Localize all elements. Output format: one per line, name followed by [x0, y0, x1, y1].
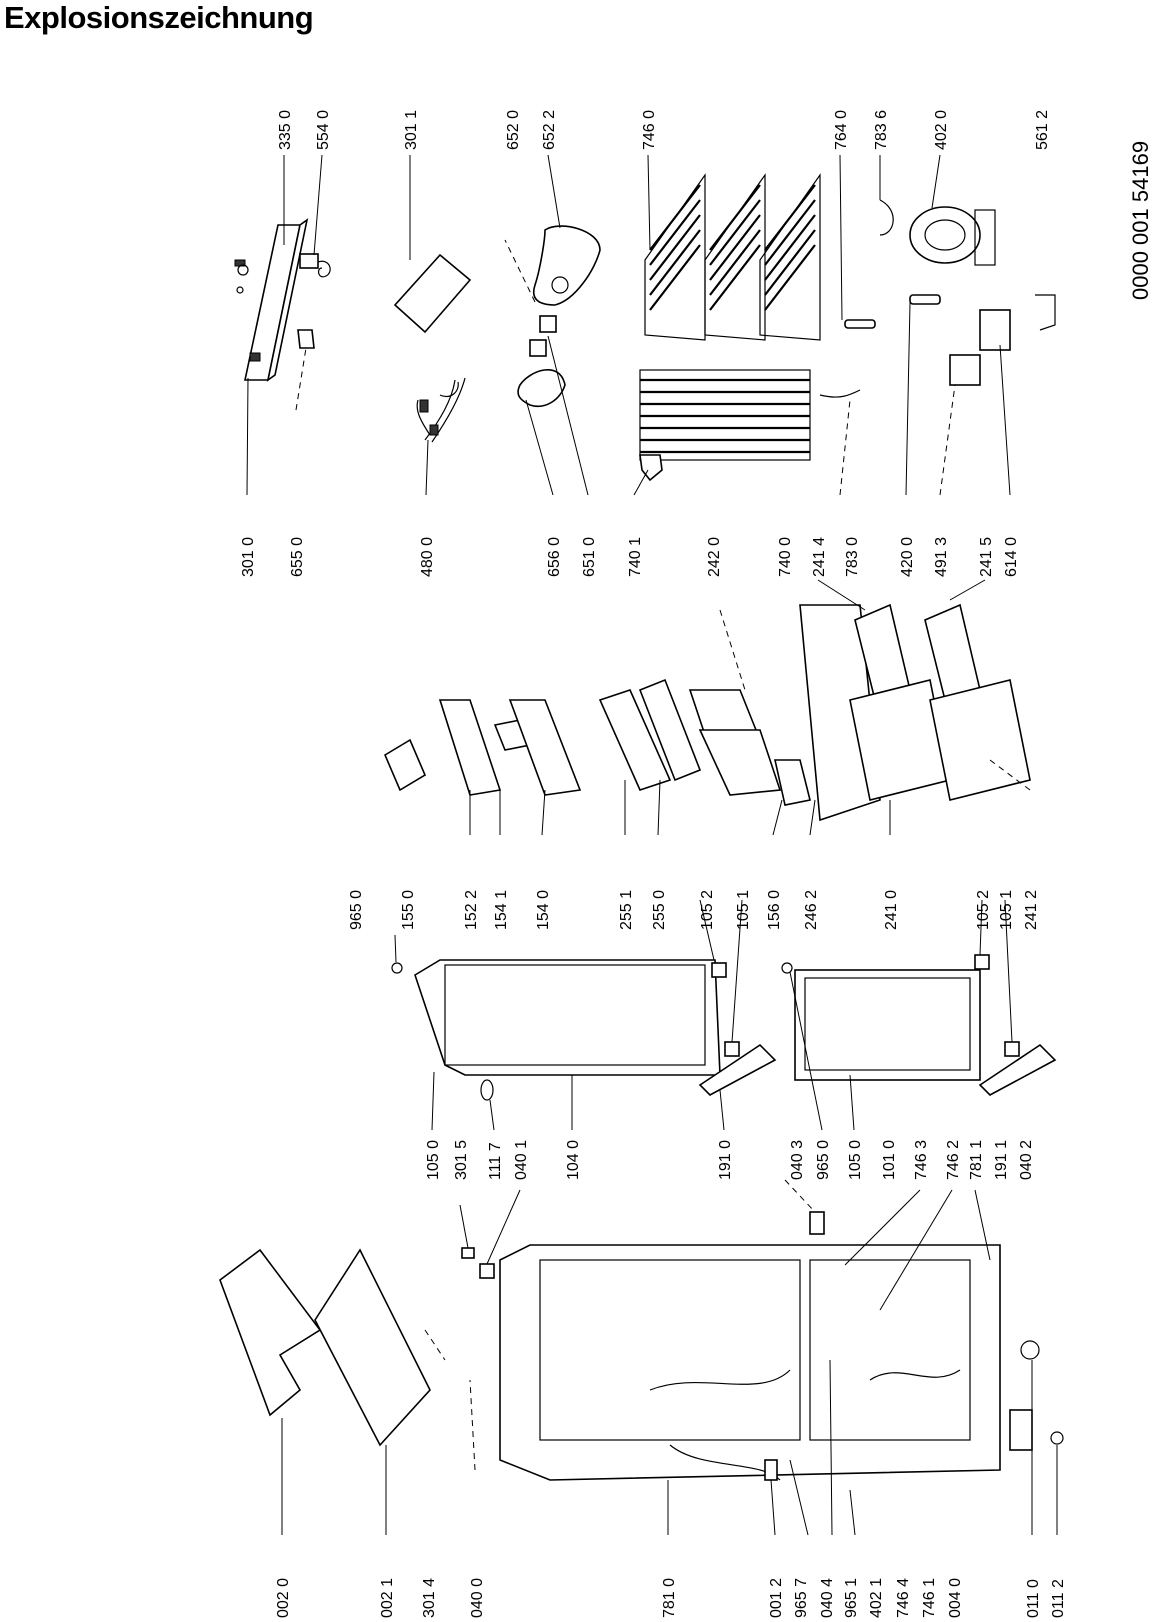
part-label: 740 1	[627, 537, 644, 577]
part-label: 652 2	[541, 110, 558, 150]
part-label: 246 2	[803, 890, 820, 930]
part-label: 746 1	[921, 1578, 938, 1618]
part-label: 111 7	[487, 1142, 504, 1180]
part-label: 301 0	[240, 537, 257, 577]
part-label: 402 1	[868, 1578, 885, 1618]
part-label: 740 0	[777, 537, 794, 577]
part-label: 746 2	[945, 1140, 962, 1180]
part-label: 040 0	[469, 1578, 486, 1618]
tube-drawing	[844, 199, 941, 329]
part-label: 301 4	[421, 1578, 438, 1618]
part-label: 783 0	[844, 537, 861, 577]
part-label: 105 1	[998, 890, 1015, 930]
part-label: 561 2	[1034, 110, 1051, 150]
part-label: 152 2	[463, 890, 480, 930]
cabinet-drawing	[219, 1211, 1064, 1481]
part-label: 402 0	[933, 110, 950, 150]
part-label: 965 7	[793, 1578, 810, 1618]
part-label: 191 0	[717, 1140, 734, 1180]
drain-part-drawing	[639, 454, 663, 482]
part-label: 155 0	[400, 890, 417, 930]
part-label: 105 0	[847, 1140, 864, 1180]
part-label: 965 0	[348, 890, 365, 930]
part-label: 746 4	[895, 1578, 912, 1618]
part-label: 241 2	[1023, 890, 1040, 930]
part-label: 154 0	[535, 890, 552, 930]
document-number: 0000 001 54169	[1128, 141, 1153, 300]
part-label: 241 0	[883, 890, 900, 930]
part-label: 301 5	[453, 1140, 470, 1180]
part-label: 241 4	[811, 537, 828, 577]
part-label: 002 0	[275, 1578, 292, 1618]
part-label: 301 1	[403, 110, 420, 150]
part-label: 040 4	[819, 1578, 836, 1618]
part-label: 011 0	[1025, 1579, 1042, 1618]
part-label: 001 2	[768, 1578, 785, 1618]
control-panel-drawing	[234, 218, 315, 382]
part-label: 101 0	[881, 1140, 898, 1180]
part-label: 764 0	[833, 110, 850, 150]
part-label: 781 1	[968, 1140, 985, 1180]
part-label: 105 1	[735, 890, 752, 930]
cable-harness-drawing	[416, 377, 466, 443]
part-label: 105 0	[425, 1140, 442, 1180]
part-label: 255 0	[651, 890, 668, 930]
part-label: 105 2	[699, 890, 716, 930]
part-label: 783 6	[873, 110, 890, 150]
leader-lines	[246, 154, 1058, 1536]
part-label: 040 2	[1018, 1140, 1035, 1180]
part-label: 002 1	[379, 1578, 396, 1618]
part-label: 491 3	[933, 537, 950, 577]
part-label: 154 1	[493, 890, 510, 930]
fan-housing-drawing	[517, 225, 601, 407]
part-label: 241 5	[978, 537, 995, 577]
part-label: 965 0	[815, 1140, 832, 1180]
part-label: 965 1	[843, 1578, 860, 1618]
evaporator-upper-drawing	[644, 173, 821, 341]
part-label: 614 0	[1003, 537, 1020, 577]
part-label: 655 0	[289, 537, 306, 577]
part-label: 011 2	[1050, 1579, 1067, 1618]
condenser-drawing	[639, 369, 861, 461]
part-label: 746 3	[913, 1140, 930, 1180]
part-number-labels: 335 0 554 0 301 1 652 0 652 2 746 0 764 …	[240, 110, 1067, 1618]
part-label: 191 1	[993, 1140, 1010, 1180]
part-label: 105 2	[975, 890, 992, 930]
part-label: 255 1	[618, 890, 635, 930]
thermostat-drawing	[299, 253, 331, 278]
part-label: 746 0	[641, 110, 658, 150]
part-label: 156 0	[766, 890, 783, 930]
part-label: 652 0	[505, 110, 522, 150]
part-label: 420 0	[899, 537, 916, 577]
compressor-drawing	[909, 206, 1056, 386]
cover-plate-drawing	[393, 253, 472, 334]
part-label: 104 0	[565, 1140, 582, 1180]
part-label: 651 0	[581, 537, 598, 577]
part-label: 781 0	[661, 1578, 678, 1618]
shelf-parts-drawing	[383, 603, 1031, 822]
part-label: 040 1	[513, 1140, 530, 1180]
part-label: 335 0	[277, 110, 294, 150]
part-label: 004 0	[947, 1578, 964, 1618]
part-label: 480 0	[419, 537, 436, 577]
part-label: 040 3	[789, 1140, 806, 1180]
page-title: Explosionszeichnung	[4, 0, 314, 35]
part-label: 554 0	[315, 110, 332, 150]
part-label: 656 0	[546, 537, 563, 577]
doors-drawing	[391, 954, 1057, 1101]
part-label: 242 0	[706, 537, 723, 577]
